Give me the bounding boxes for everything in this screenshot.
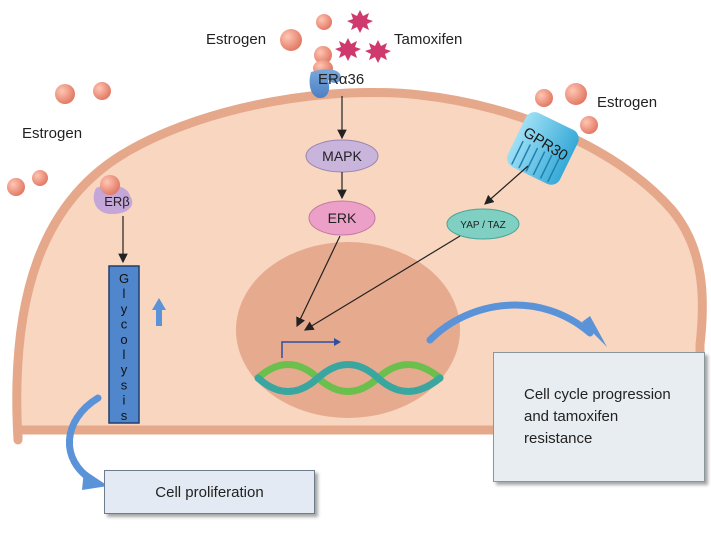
estrogen-molecule xyxy=(535,89,553,107)
flow-arrowhead-outcome xyxy=(582,316,607,347)
dna-helix xyxy=(254,361,444,395)
estrogen-label-left: Estrogen xyxy=(22,125,82,142)
proliferation-box: Cell proliferation xyxy=(104,470,315,514)
outcome-box: Cell cycle progression and tamoxifen res… xyxy=(493,352,705,482)
arrow-erk-to-dna xyxy=(296,235,341,328)
glycolysis-letter: y xyxy=(121,301,128,316)
glycolysis-letter: l xyxy=(123,286,126,301)
er-alpha36-label: ERα36 xyxy=(318,71,364,88)
tamoxifen-label: Tamoxifen xyxy=(394,31,462,48)
er-beta-receptor xyxy=(93,175,133,214)
glycolysis-letter: o xyxy=(120,332,127,347)
gpr30-receptor xyxy=(507,112,579,185)
glycolysis-letter: s xyxy=(121,408,128,423)
estrogen-molecule xyxy=(565,83,587,105)
glycolysis-letter: i xyxy=(123,393,126,408)
estrogen-molecule xyxy=(93,82,111,100)
estrogen-molecule xyxy=(580,116,598,134)
glycolysis-letter: l xyxy=(123,347,126,362)
proliferation-label: Cell proliferation xyxy=(155,483,264,501)
estrogen-label-right: Estrogen xyxy=(597,94,657,111)
estrogen-molecule xyxy=(314,46,332,64)
estrogen-molecule xyxy=(32,170,48,186)
estrogen-label-top: Estrogen xyxy=(206,31,266,48)
er-alpha36-receptor xyxy=(309,60,341,98)
glycolysis-letter: G xyxy=(119,271,129,286)
erk-node xyxy=(308,200,376,236)
up-arrow-icon xyxy=(152,298,166,326)
arrow-yap-to-dna xyxy=(303,235,461,331)
erk-label: ERK xyxy=(328,210,357,226)
glycolysis-letter: c xyxy=(121,317,128,332)
glycolysis-letter: s xyxy=(121,377,128,392)
transcription-arrowhead xyxy=(334,338,341,346)
mapk-label: MAPK xyxy=(322,148,362,164)
estrogen-molecule xyxy=(316,14,332,30)
flow-arrow-to-outcome xyxy=(426,301,594,344)
flow-arrow-to-proliferation xyxy=(65,394,102,484)
estrogen-molecule xyxy=(7,178,25,196)
estrogen-molecule xyxy=(280,29,302,51)
glycolysis-letter: y xyxy=(121,362,128,377)
flow-arrowhead-proliferation xyxy=(82,470,108,490)
outcome-label: Cell cycle progression and tamoxifen res… xyxy=(524,386,671,447)
glycolysis-bar xyxy=(108,265,140,424)
transcription-arrow xyxy=(281,341,336,358)
arrow-gpr30-to-yap xyxy=(484,165,529,205)
er-beta-label: ERβ xyxy=(104,194,130,209)
yap-taz-node xyxy=(446,208,520,240)
nucleus xyxy=(236,242,460,418)
yap-taz-label: YAP / TAZ xyxy=(460,220,505,231)
tamoxifen-icon xyxy=(335,10,391,63)
estrogen-molecule xyxy=(55,84,75,104)
